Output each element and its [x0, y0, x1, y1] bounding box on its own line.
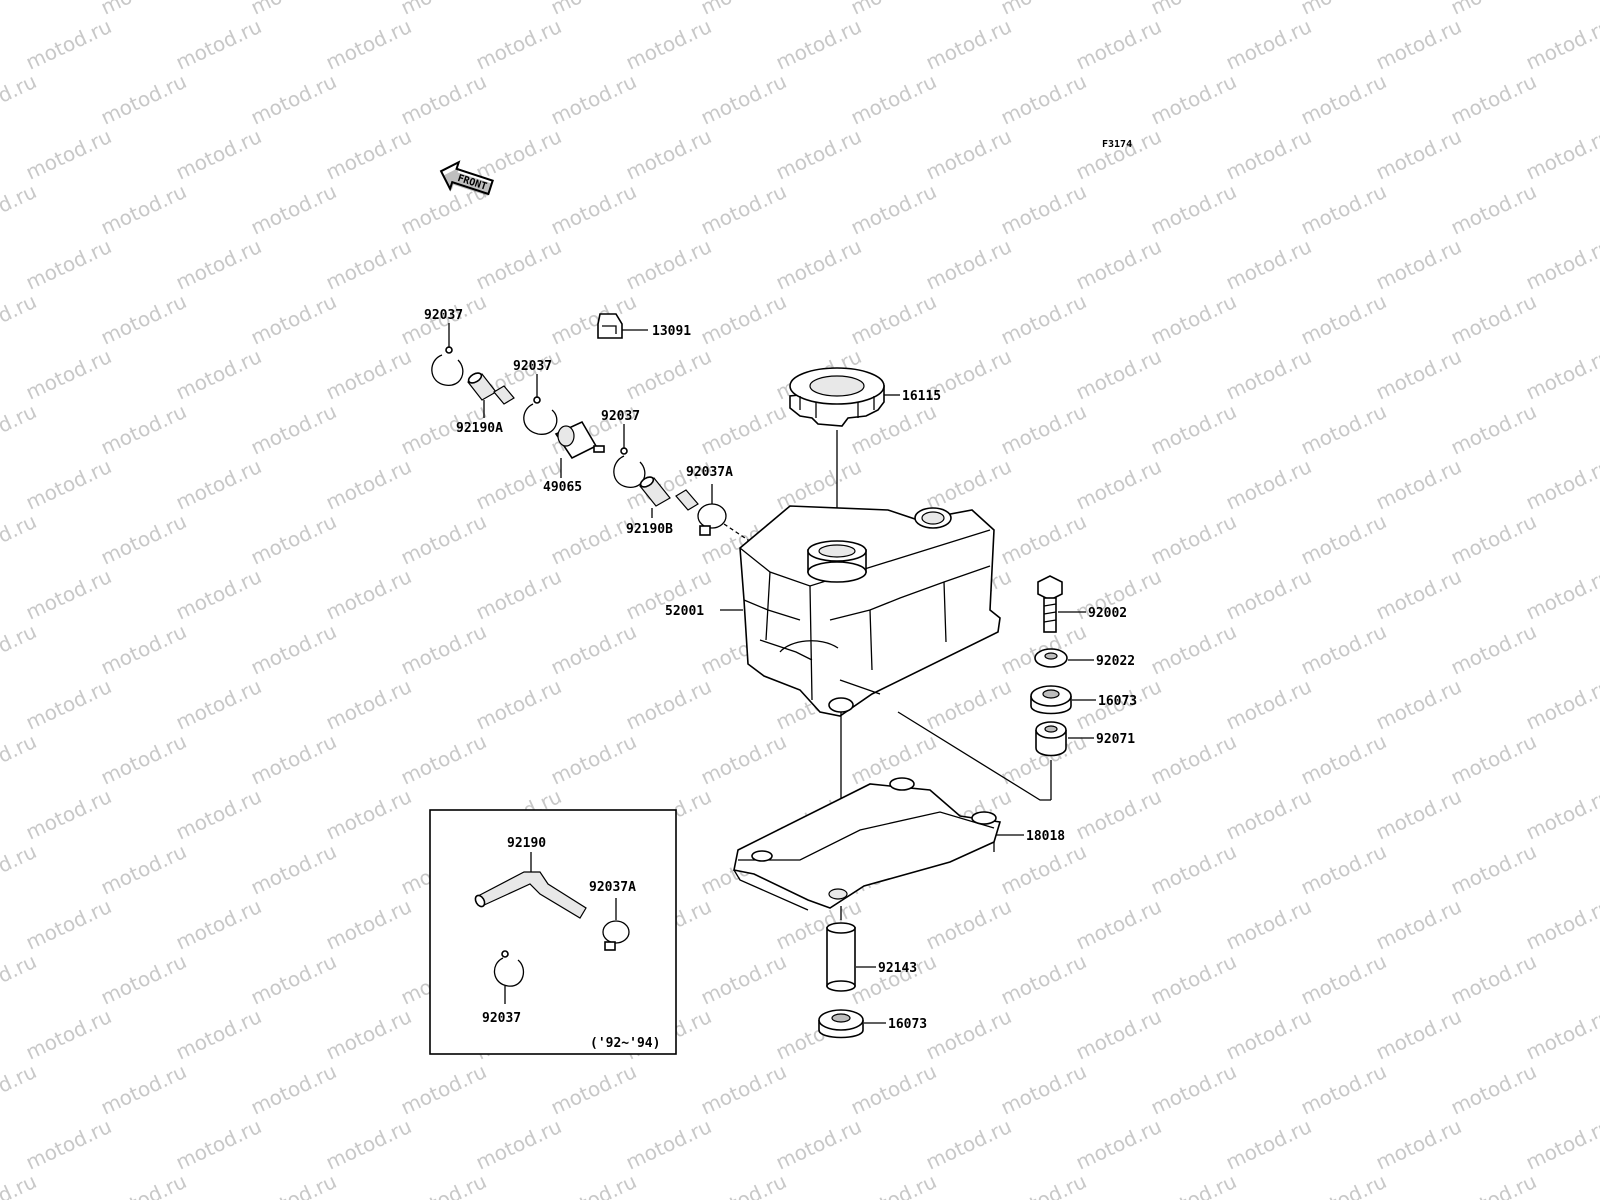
part-92037-right: 92037	[601, 409, 646, 488]
inset-note: ('92~'94)	[590, 1036, 660, 1051]
figure-code: F3174	[1102, 139, 1132, 150]
label-92037-mid: 92037	[513, 359, 552, 374]
label-92037-right: 92037	[601, 409, 640, 424]
part-92037-top: 92037	[424, 308, 464, 386]
label-92190A: 92190A	[456, 421, 503, 436]
label-92002: 92002	[1088, 606, 1127, 621]
part-16073-grommet-b: 16073	[818, 1009, 927, 1039]
label-inset-92037A: 92037A	[589, 880, 636, 895]
label-16115: 16115	[902, 389, 941, 404]
label-16073-a: 16073	[1098, 694, 1137, 709]
part-92071-damper: 92071	[897, 711, 1135, 801]
part-92190A: 92190A	[456, 372, 515, 436]
label-49065: 49065	[543, 480, 582, 495]
part-16073-grommet-a: 16073	[1030, 685, 1137, 715]
part-92037-mid: 92037	[513, 359, 558, 435]
part-92143-collar: 92143	[826, 906, 917, 992]
label-16073-b: 16073	[888, 1017, 927, 1032]
label-52001: 52001	[665, 604, 704, 619]
label-18018: 18018	[1026, 829, 1065, 844]
part-92190B: 92190B	[626, 476, 699, 537]
label-inset-92037: 92037	[482, 1011, 521, 1026]
part-92022-washer: 92022	[1034, 648, 1135, 669]
part-92037A: 92037A	[686, 465, 761, 549]
part-52001-tank: 52001	[665, 505, 1001, 888]
label-92037A: 92037A	[686, 465, 733, 480]
label-92143: 92143	[878, 961, 917, 976]
label-inset-92190: 92190	[507, 836, 546, 851]
front-arrow-icon: FRONT	[439, 160, 494, 196]
label-92071: 92071	[1096, 732, 1135, 747]
label-92022: 92022	[1096, 654, 1135, 669]
part-92002-bolt: 92002	[1037, 575, 1127, 633]
part-18018-tray: 18018	[733, 777, 1065, 911]
label-92190B: 92190B	[626, 522, 673, 537]
part-13091: 13091	[597, 313, 691, 339]
inset-box: 92190 92037A 92037 ('92~'94)	[429, 809, 677, 1055]
part-16115: 16115	[789, 367, 941, 548]
label-92037-top: 92037	[424, 308, 463, 323]
part-49065: 49065	[543, 420, 605, 495]
label-13091: 13091	[652, 324, 691, 339]
